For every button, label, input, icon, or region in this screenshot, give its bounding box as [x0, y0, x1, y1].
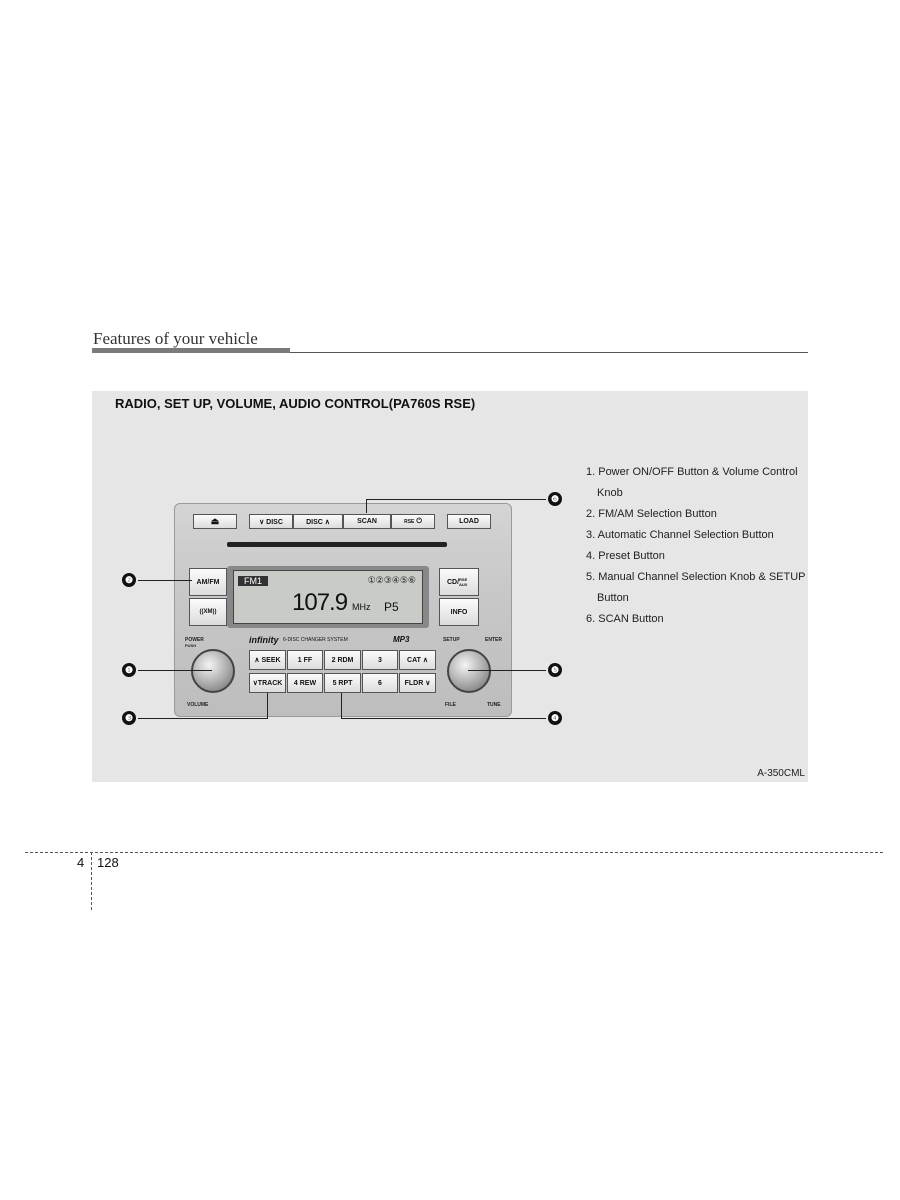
preset-4-button[interactable]: 4 REW [287, 673, 323, 693]
callout-4-line [341, 718, 546, 719]
seek-button[interactable]: ∧ SEEK [249, 650, 286, 670]
load-button[interactable]: LOAD [447, 514, 491, 529]
setup-label: SETUP [443, 637, 460, 643]
file-label: FILE [445, 702, 456, 708]
xm-button[interactable]: ((XM)) [189, 598, 227, 626]
push-label: PUSH [185, 643, 196, 648]
info-button[interactable]: INFO [439, 598, 479, 626]
tune-knob[interactable] [447, 649, 491, 693]
cd-aux-button[interactable]: CD/ RSE AUX [439, 568, 479, 596]
rse-aux-label: RSE AUX [459, 577, 471, 587]
callout-1: ❶ [122, 663, 136, 677]
callout-3-line [138, 718, 268, 719]
footer-divider [25, 852, 883, 853]
header-bar [92, 348, 290, 353]
lcd-display: FM1 ①②③④⑤⑥ 107.9 MHz P5 [233, 570, 423, 624]
volume-knob[interactable] [191, 649, 235, 693]
preset-2-button[interactable]: 2 RDM [324, 650, 361, 670]
header-rule [290, 352, 808, 353]
preset-6-button[interactable]: 6 [362, 673, 398, 693]
fldr-button[interactable]: FLDR ∨ [399, 673, 436, 693]
footer-vertical-divider [91, 852, 92, 910]
legend-item: 4. Preset Button [586, 546, 806, 567]
scan-button[interactable]: SCAN [343, 514, 391, 529]
preset-3-button[interactable]: 3 [362, 650, 398, 670]
lcd-preset: P5 [384, 600, 399, 614]
callout-1-line [138, 670, 212, 671]
section-number: 4 [77, 855, 84, 870]
panel-title: RADIO, SET UP, VOLUME, AUDIO CONTROL(PA7… [115, 396, 475, 411]
legend-item: 6. SCAN Button [586, 609, 806, 630]
callout-5: ❺ [548, 663, 562, 677]
track-button[interactable]: ∨TRACK [249, 673, 286, 693]
callout-4-rise [341, 693, 342, 719]
preset-5-button[interactable]: 5 RPT [324, 673, 361, 693]
lcd-frequency: 107.9 [292, 589, 347, 617]
callout-6-drop [366, 499, 367, 513]
page-number: 128 [97, 855, 119, 870]
callout-2: ❷ [122, 573, 136, 587]
legend-item: 3. Automatic Channel Selection Button [586, 525, 806, 546]
rse-label: RSE [404, 519, 414, 525]
disc-down-button[interactable]: ∨ DISC [249, 514, 293, 529]
disc-up-button[interactable]: DISC ∧ [293, 514, 343, 529]
callout-5-line [468, 670, 546, 671]
volume-label: VOLUME [187, 702, 208, 708]
lcd-unit: MHz [352, 602, 371, 612]
rse-button[interactable]: RSE ⏻ [391, 514, 435, 529]
preset-1-button[interactable]: 1 FF [287, 650, 323, 670]
cat-button[interactable]: CAT ∧ [399, 650, 436, 670]
callout-4: ❹ [548, 711, 562, 725]
section-title: Features of your vehicle [93, 329, 258, 349]
legend-item: 2. FM/AM Selection Button [586, 504, 806, 525]
lcd-band: FM1 [238, 576, 268, 586]
brand-subtitle: 6-DISC CHANGER SYSTEM [283, 637, 348, 643]
callout-6-line [366, 499, 546, 500]
callout-6: ❻ [548, 492, 562, 506]
figure-panel: RADIO, SET UP, VOLUME, AUDIO CONTROL(PA7… [92, 391, 808, 782]
callout-3: ❸ [122, 711, 136, 725]
radio-head-unit: ⏏ ∨ DISC DISC ∧ SCAN RSE ⏻ LOAD AM/FM ((… [174, 503, 512, 717]
mp3-logo: MP3 [393, 635, 409, 644]
tune-label: TUNE [487, 702, 501, 708]
eject-button[interactable]: ⏏ [193, 514, 237, 529]
enter-label: ENTER [485, 637, 502, 643]
cd-slot [227, 542, 447, 547]
legend-list: 1. Power ON/OFF Button & Volume Control … [586, 462, 806, 630]
power-icon: ⏻ [416, 518, 422, 526]
callout-3-rise [267, 693, 268, 719]
callout-2-line [138, 580, 192, 581]
figure-code: A-350CML [757, 768, 805, 779]
legend-item: 5. Manual Channel Selection Knob & SETUP… [586, 567, 806, 609]
legend-item: 1. Power ON/OFF Button & Volume Control … [586, 462, 806, 504]
lcd-preset-indicators: ①②③④⑤⑥ [368, 575, 416, 586]
brand-logo: infinity [249, 635, 279, 645]
cd-label: CD/ [447, 579, 459, 586]
am-fm-button[interactable]: AM/FM [189, 568, 227, 596]
